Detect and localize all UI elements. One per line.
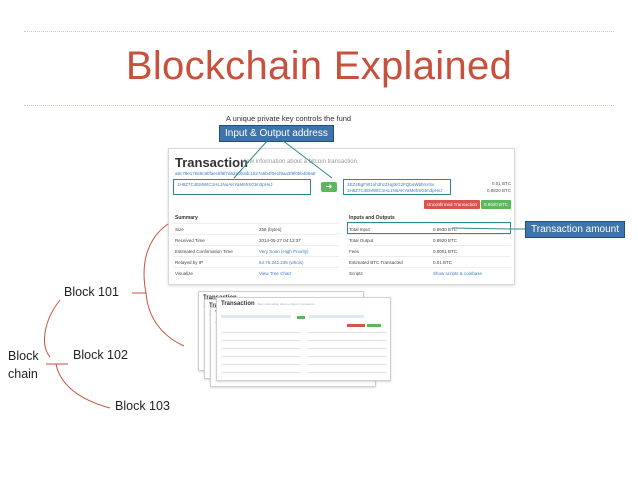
total-input-highlight [347,222,511,234]
output-address-2[interactable]: 1H8Z7C4EMWtC1HL1NuAKYaM6hSGtm3pHvJ [347,188,443,193]
output-amount-2: 0.8820 BTC [486,188,511,193]
transaction-hash[interactable]: a8c79e17b69c8bfaec8f8f7d62a0b3dc1527a5b4… [175,171,316,176]
transaction-amount-tag: Transaction amount [525,221,626,238]
blockchain-label-line1: Block [8,349,39,363]
blockchain-brace-bottom [55,363,111,409]
blockchain-brace-top [44,299,61,358]
title-rule [24,105,614,106]
block-103-label: Block 103 [115,399,170,413]
block-101-brace-lower [145,292,185,347]
output-address-box: 1EZ4BgFW1nh3hzZHgtkG2FQboW6hrnrSv 1H8Z7C… [343,179,451,195]
total-btc-badge: 0.8920 BTC [481,200,512,209]
block-101-brace [132,223,169,294]
slide-title: Blockchain Explained [125,44,513,88]
summary-title: Summary [175,215,198,221]
output-address-1[interactable]: 1EZ4BgFW1nh3hzZHgtkG2FQboW6hrnrSv [347,182,435,187]
private-key-note: A unique private key controls the fund [226,114,352,123]
transaction-heading: Transaction [175,155,248,170]
unconfirmed-button[interactable]: Unconfirmed Transaction [424,200,481,209]
arrow-right-icon: ➜ [321,182,337,192]
transaction-card: Transaction View information about a bit… [168,148,515,285]
io-address-tag: Input & Output address [219,125,334,142]
input-address[interactable]: 1H8Z7C4EMWtC1HL1NuAKYaM6hSGtm3pHvJ [177,182,273,187]
input-address-box: 1H8Z7C4EMWtC1HL1NuAKYaM6hSGtm3pHvJ [173,179,311,195]
block-101-label: Block 101 [64,285,119,299]
transaction-subheading: View information about a bitcoin transac… [241,159,357,165]
inputs-outputs-title: Inputs and Outputs [349,215,395,221]
blockchain-label-line2: chain [8,367,38,381]
block-102-label: Block 102 [73,348,128,362]
top-rule [24,31,614,32]
output-amount-1: 0.01 BTC [491,181,511,186]
